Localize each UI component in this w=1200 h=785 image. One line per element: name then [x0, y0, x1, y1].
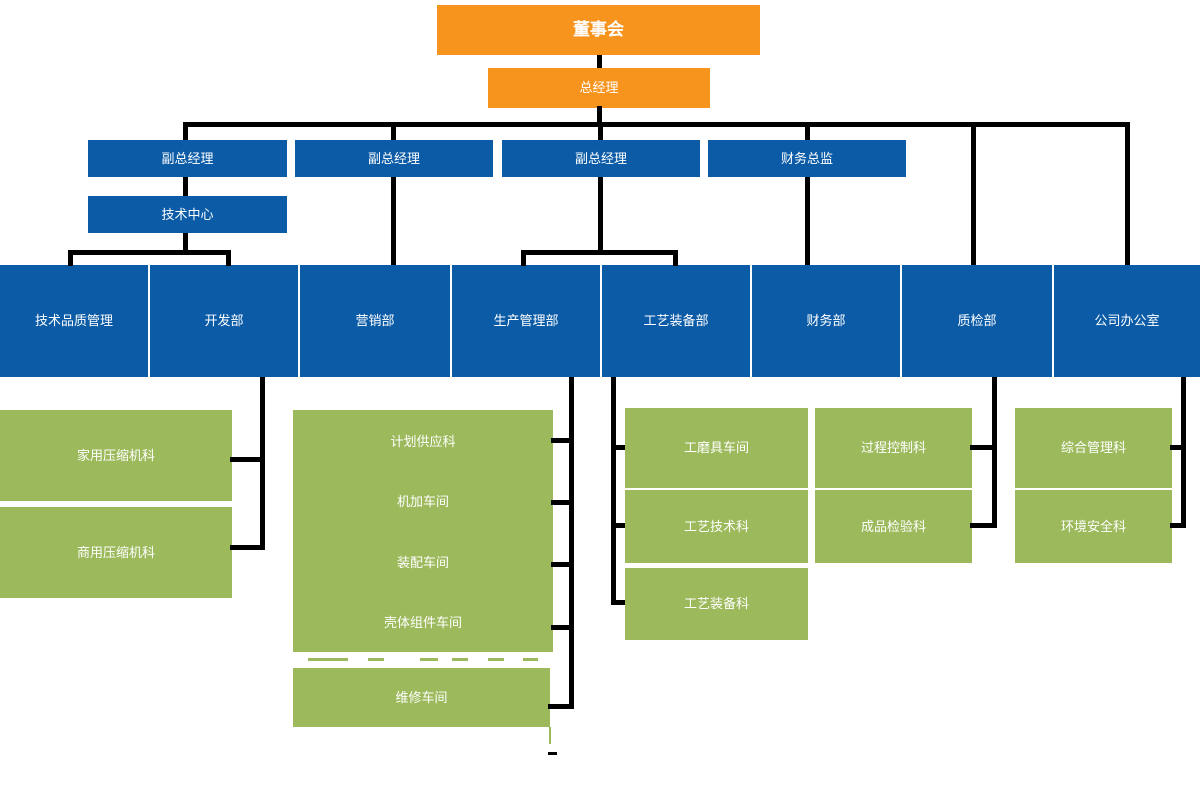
unit-assembly-workshop: 装配车间 — [396, 554, 449, 570]
connector-bracket-left-drop-2 — [226, 250, 231, 266]
connector-production-stub-3 — [551, 562, 569, 567]
erasure-artifact-dash-5 — [488, 658, 504, 661]
dept-development: 开发部 — [150, 265, 298, 377]
unit-machining-workshop: 机加车间 — [396, 494, 449, 510]
erasure-artifact-vline — [549, 727, 551, 744]
connector-tooling-stub-1 — [613, 445, 625, 450]
dept-quality-inspection: 质检部 — [902, 265, 1052, 377]
connector-office-stub-1 — [1170, 445, 1181, 450]
unit-planning-supply: 计划供应科 — [390, 433, 456, 449]
dept-tooling-equipment: 工艺装备部 — [602, 265, 750, 377]
node-general-manager: 总经理 — [488, 68, 710, 108]
connector-development-stub-1 — [230, 457, 262, 462]
node-deputy-gm-2: 副总经理 — [295, 140, 493, 177]
connector-deputy2-band — [391, 177, 396, 265]
dept-marketing: 营销部 — [300, 265, 450, 377]
unit-general-management: 综合管理科 — [1015, 408, 1172, 488]
connector-bracket-mid-h — [521, 250, 678, 255]
node-deputy-gm-1: 副总经理 — [88, 140, 287, 177]
node-tech-center: 技术中心 — [88, 196, 287, 233]
erasure-artifact-dash-3 — [420, 658, 438, 661]
unit-maintenance-workshop: 维修车间 — [293, 668, 550, 727]
unit-process-equipment: 工艺装备科 — [625, 568, 808, 640]
dept-production-management: 生产管理部 — [452, 265, 600, 377]
connector-production-vline — [569, 377, 574, 709]
connector-tooling-vline — [611, 377, 616, 605]
connector-drop-deputy-gm-2 — [391, 122, 396, 140]
connector-drop-deputy-gm-1 — [183, 122, 188, 140]
connector-main-rail — [183, 122, 1130, 127]
dept-finance: 财务部 — [752, 265, 900, 377]
connector-drop-quality-inspection — [971, 122, 976, 265]
connector-deputy1-techcenter — [183, 177, 188, 196]
unit-environment-safety: 环境安全科 — [1015, 490, 1172, 563]
connector-gm-rail — [597, 106, 602, 127]
connector-drop-deputy-gm-3 — [598, 122, 603, 140]
connector-bracket-left-h — [68, 250, 231, 255]
connector-office-vline — [1181, 377, 1186, 528]
production-units-block: 计划供应科 机加车间 装配车间 壳体组件车间 — [293, 410, 553, 652]
connector-bracket-left-drop-1 — [68, 250, 73, 266]
node-cfo: 财务总监 — [708, 140, 906, 177]
unit-shell-component-workshop: 壳体组件车间 — [383, 615, 462, 631]
connector-tooling-stub-3 — [613, 600, 625, 605]
connector-production-stub-2 — [551, 500, 569, 505]
node-board: 董事会 — [437, 5, 760, 55]
connector-drop-cfo — [805, 122, 810, 140]
erasure-artifact-dash-6 — [523, 658, 538, 661]
connector-deputy3-bracket — [598, 177, 603, 255]
unit-household-compressor: 家用压缩机科 — [0, 410, 232, 501]
unit-process-control: 过程控制科 — [815, 408, 972, 488]
connector-development-vline — [260, 377, 265, 550]
connector-production-stub-4 — [551, 625, 569, 630]
unit-process-technology: 工艺技术科 — [625, 490, 808, 563]
erasure-artifact-dash-1 — [308, 658, 348, 661]
connector-office-stub-2 — [1170, 523, 1181, 528]
unit-tool-mold-workshop: 工磨具车间 — [625, 408, 808, 488]
connector-development-stub-2 — [230, 545, 262, 550]
connector-tooling-stub-2 — [613, 523, 625, 528]
dept-technical-quality-management: 技术品质管理 — [0, 265, 148, 377]
dept-company-office: 公司办公室 — [1054, 265, 1200, 377]
erasure-artifact-dash-2 — [368, 658, 384, 661]
connector-quality-stub-2 — [970, 523, 992, 528]
unit-finished-product-inspection: 成品检验科 — [815, 490, 972, 563]
unit-commercial-compressor: 商用压缩机科 — [0, 507, 232, 598]
erasure-artifact-tick — [548, 752, 557, 755]
connector-drop-company-office — [1125, 122, 1130, 265]
connector-techcenter-bracket — [183, 233, 188, 252]
connector-bracket-mid-drop-1 — [521, 250, 526, 266]
node-deputy-gm-3: 副总经理 — [502, 140, 700, 177]
connector-board-gm — [597, 55, 602, 68]
erasure-artifact-dash-4 — [452, 658, 468, 661]
connector-quality-stub-1 — [970, 445, 992, 450]
connector-production-stub-5 — [548, 704, 574, 709]
connector-production-stub-1 — [551, 438, 569, 443]
connector-quality-vline — [992, 377, 997, 528]
connector-bracket-mid-drop-2 — [673, 250, 678, 266]
connector-cfo-band — [805, 177, 810, 265]
